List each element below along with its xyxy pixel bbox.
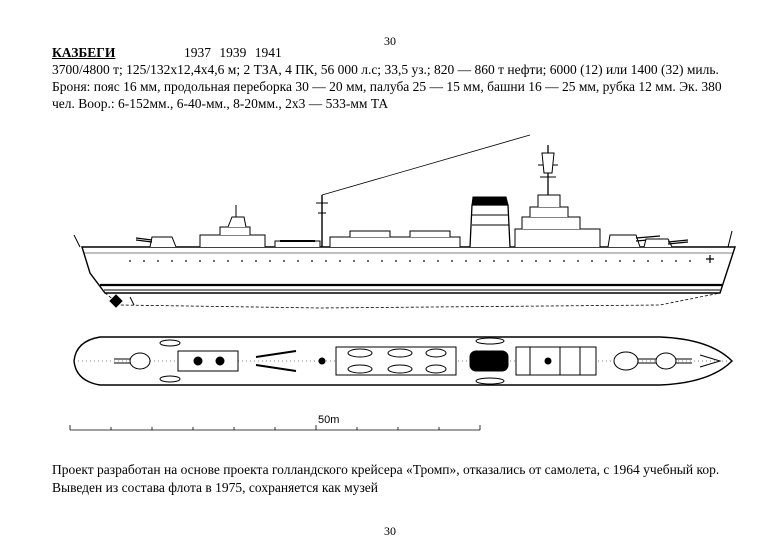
- year-2: 1939: [219, 45, 247, 60]
- porthole-row: [129, 260, 691, 262]
- spec-line-dimensions: 3700/4800 т; 125/132х12,4х4,6 м; 2 ТЗА, …: [52, 62, 719, 77]
- year-3: 1941: [254, 45, 282, 60]
- page-number-bottom: 30: [384, 524, 396, 538]
- year-1: 1937: [184, 45, 211, 60]
- caption: Проект разработан на основе проекта голл…: [52, 461, 752, 497]
- scale-bar: [69, 425, 481, 431]
- service-years: 1937 1939 1941: [184, 44, 287, 61]
- scale-label: 50m: [318, 414, 339, 426]
- page-number-top: 30: [384, 34, 396, 48]
- ship-name: КАЗБЕГИ: [52, 45, 116, 60]
- side-profile: [73, 134, 736, 309]
- caption-line-1: Проект разработан на основе проекта голл…: [52, 462, 720, 477]
- plan-view: [73, 336, 733, 386]
- ship-header: КАЗБЕГИ 1937 1939 1941 3700/4800 т; 125/…: [52, 44, 752, 112]
- spec-line-armament: чел. Воор.: 6-152мм., 6-40-мм., 8-20мм.,…: [52, 96, 389, 111]
- spec-line-armor: Броня: пояс 16 мм, продольная переборка …: [52, 79, 722, 94]
- ship-drawing: 50m: [69, 134, 736, 431]
- caption-line-2: Выведен из состава флота в 1975, сохраня…: [52, 480, 379, 495]
